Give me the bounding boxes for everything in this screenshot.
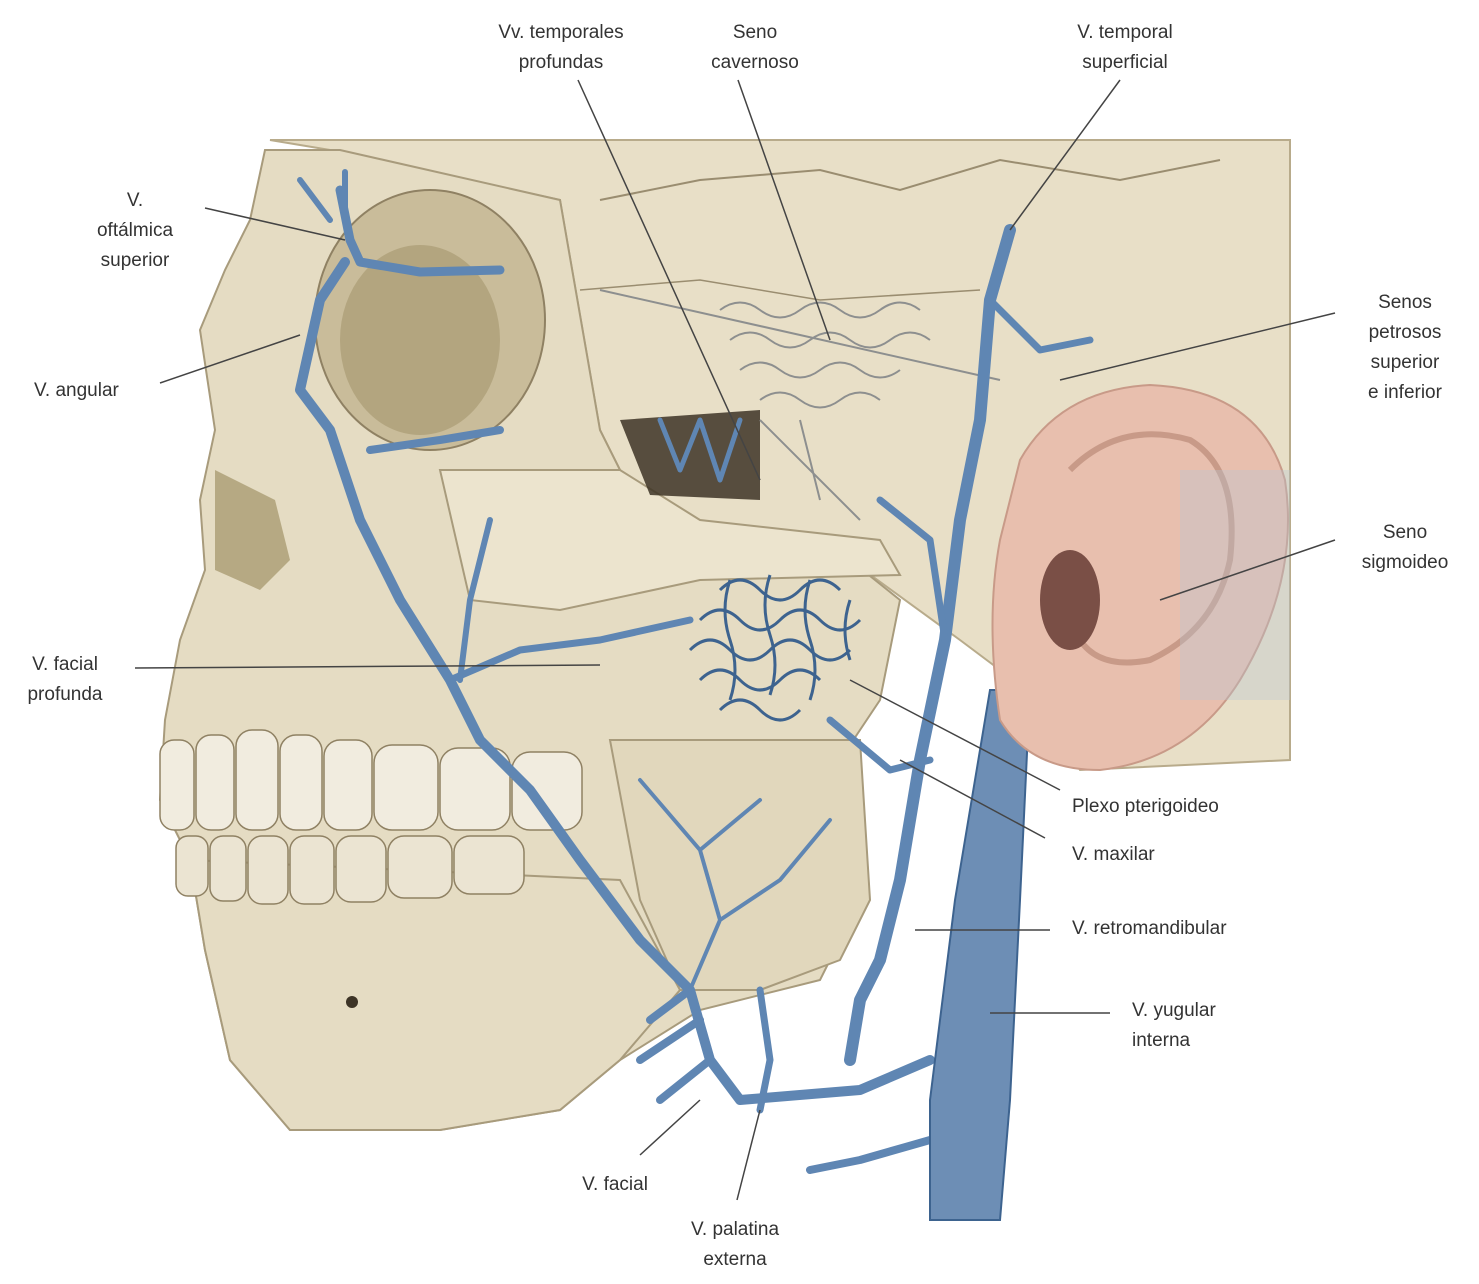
label-line: profunda xyxy=(27,684,103,705)
label-line: superior xyxy=(1370,352,1440,373)
label-line: externa xyxy=(703,1249,767,1270)
nasal-aperture xyxy=(215,470,290,590)
retromandibular-vein-path xyxy=(844,224,1016,1066)
ophthalmic-vein-path xyxy=(335,185,505,277)
palatine-vein-path xyxy=(756,986,774,1114)
label-line: interna xyxy=(1132,1030,1191,1051)
label-line: e inferior xyxy=(1368,382,1442,403)
label-v-maxilar: V. maxilar xyxy=(1072,840,1155,870)
suture xyxy=(579,279,981,301)
label-senos-petrosos: Senos petrosos superior e inferior xyxy=(1345,288,1465,408)
label-v-retromandibular: V. retromandibular xyxy=(1072,914,1227,944)
label-line: V. temporal xyxy=(1077,22,1173,43)
suture xyxy=(599,158,1221,201)
label-line: sigmoideo xyxy=(1361,552,1449,573)
label-line: superficial xyxy=(1082,52,1168,73)
mandible-body xyxy=(188,858,682,1131)
label-line: V. angular xyxy=(34,380,119,401)
veins xyxy=(295,169,1094,1174)
mandible-ramus xyxy=(608,739,872,991)
label-line: oftálmica xyxy=(96,220,174,241)
label-line: V. maxilar xyxy=(1072,844,1155,865)
label-line: V. facial xyxy=(32,654,98,675)
label-v-palatina-externa: V. palatina externa xyxy=(670,1215,800,1275)
label-vv-temporales-profundas: Vv. temporales profundas xyxy=(476,18,646,78)
label-line: Plexo pterigoideo xyxy=(1072,796,1219,817)
leader-lines xyxy=(134,79,1336,1201)
label-line: V. palatina xyxy=(690,1219,780,1240)
label-line: petrosos xyxy=(1368,322,1442,343)
label-v-temporal-superficial: V. temporal superficial xyxy=(1050,18,1200,78)
lower-teeth xyxy=(175,835,525,905)
label-v-facial: V. facial xyxy=(560,1170,670,1200)
label-v-oftalmica-superior: V. oftálmica superior xyxy=(80,186,190,276)
maxillary-vein-path xyxy=(826,716,934,774)
upper-teeth xyxy=(159,729,583,831)
label-line: Senos xyxy=(1378,292,1432,313)
pterygoid-plexus xyxy=(688,574,862,722)
infratemporal-fossa xyxy=(620,410,760,500)
label-line: Seno xyxy=(1382,522,1428,543)
label-line: Vv. temporales xyxy=(498,22,624,43)
label-line: V. facial xyxy=(582,1174,648,1195)
mental-foramen xyxy=(346,996,358,1008)
label-line: V. xyxy=(126,190,144,211)
label-line: V. yugular xyxy=(1132,1000,1216,1021)
label-seno-cavernoso: Seno cavernoso xyxy=(700,18,810,78)
ear xyxy=(991,383,1290,772)
label-seno-sigmoideo: Seno sigmoideo xyxy=(1345,518,1465,578)
label-line: profundas xyxy=(518,52,604,73)
label-v-angular: V. angular xyxy=(34,376,119,406)
label-v-facial-profunda: V. facial profunda xyxy=(10,650,120,710)
label-plexo-pterigoideo: Plexo pterigoideo xyxy=(1072,792,1219,822)
angular-vein-path xyxy=(295,257,935,1105)
label-line: V. retromandibular xyxy=(1072,918,1227,939)
cavernous-sinus xyxy=(599,289,1001,521)
label-line: superior xyxy=(100,250,170,271)
label-v-yugular-interna: V. yugular interna xyxy=(1132,996,1216,1056)
orbit-inner xyxy=(340,245,500,435)
label-line: Seno xyxy=(732,22,778,43)
label-line: cavernoso xyxy=(711,52,799,73)
internal-jugular-vein xyxy=(929,689,1032,1221)
